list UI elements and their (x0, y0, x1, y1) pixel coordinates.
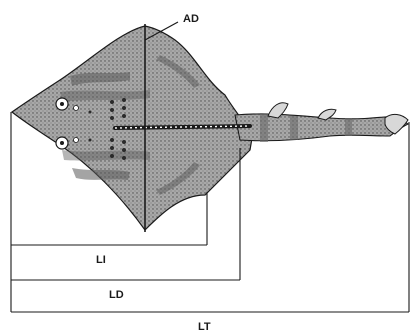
ad-label: AD (183, 13, 199, 25)
spiracle-right (74, 138, 79, 143)
lt-label: LT (198, 321, 211, 333)
tail-band (260, 114, 268, 142)
li-label: LI (96, 254, 106, 266)
dark-band (62, 150, 150, 161)
spiracle-left (74, 106, 79, 111)
thorn-row (115, 126, 250, 128)
tail-band (290, 116, 298, 140)
ld-label: LD (109, 289, 124, 301)
tail-band (345, 118, 352, 136)
tail (235, 103, 408, 142)
